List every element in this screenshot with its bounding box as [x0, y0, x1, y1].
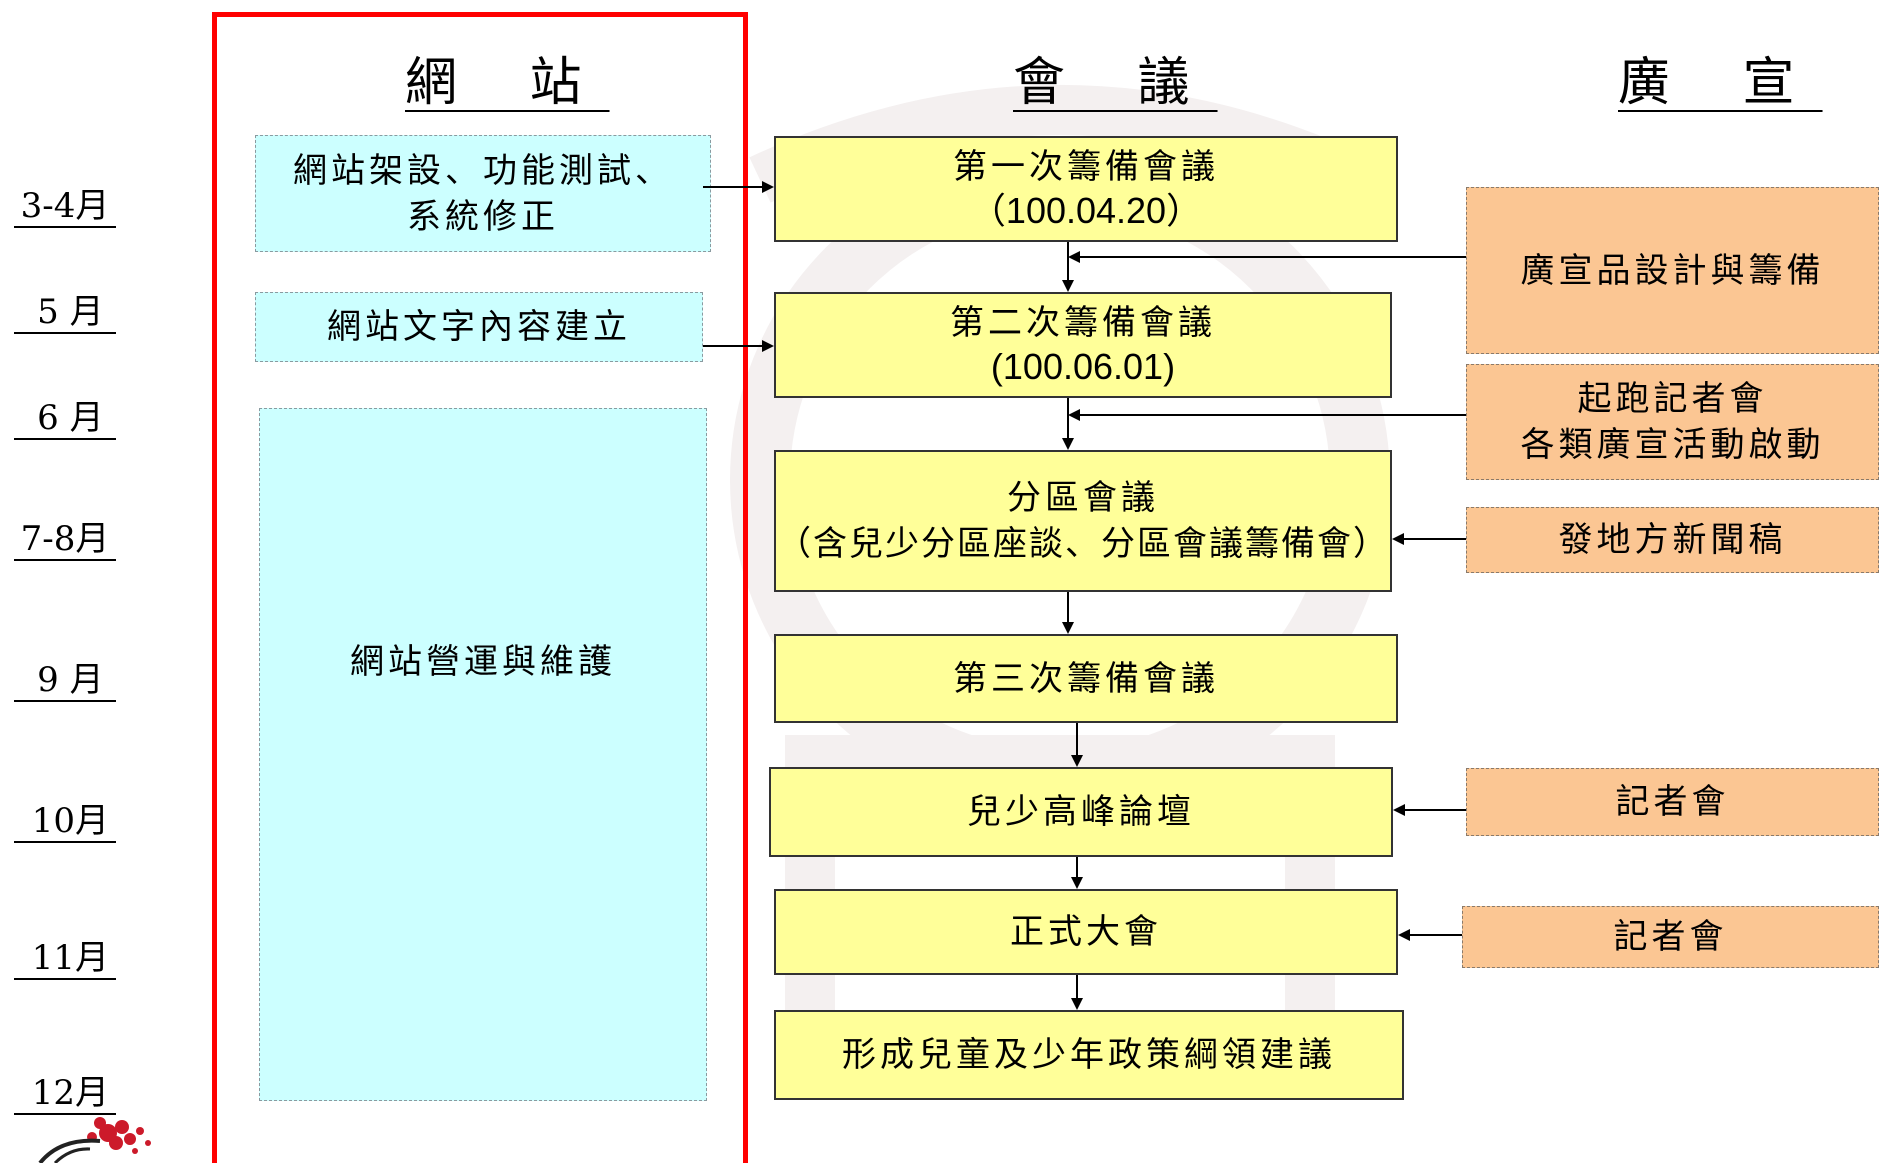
website-operation-box: 網站營運與維護: [259, 408, 707, 1101]
publicity-press-release-label: 發地方新聞稿: [1558, 520, 1787, 560]
meeting-third-box: 第三次籌備會議: [774, 634, 1398, 723]
website-content-box: 網站文字內容建立: [255, 292, 703, 362]
meeting-assembly-label: 正式大會: [1010, 912, 1162, 952]
publicity-press-release-box: 發地方新聞稿: [1466, 507, 1879, 573]
website-setup-line1: 網站架設、功能測試、: [293, 150, 673, 191]
meeting-assembly-box: 正式大會: [774, 889, 1398, 975]
meeting-regional-title: 分區會議: [1007, 478, 1159, 518]
meeting-second-box: 第二次籌備會議 (100.06.01): [774, 292, 1392, 398]
publicity-press-conf-label: 記者會: [1615, 782, 1730, 822]
meeting-summit-box: 兒少高峰論壇: [769, 767, 1393, 857]
month-label: 7-8月: [14, 519, 116, 561]
website-content-label: 網站文字內容建立: [327, 307, 631, 347]
publicity-press-conf-box: 記者會: [1466, 768, 1879, 836]
website-operation-label: 網站營運與維護: [350, 642, 616, 682]
meeting-first-title: 第一次籌備會議: [953, 147, 1219, 187]
meeting-first-box: 第一次籌備會議 （100.04.20）: [774, 136, 1398, 242]
month-label: 10月: [14, 801, 116, 843]
header-meetings: 會 議: [1013, 53, 1218, 113]
website-setup-box: 網站架設、功能測試、 系統修正: [255, 135, 711, 252]
meeting-second-title: 第二次籌備會議: [950, 303, 1216, 343]
month-label: 5 月: [14, 292, 116, 334]
website-setup-line2: 系統修正: [407, 196, 559, 237]
meeting-proposal-label: 形成兒童及少年政策綱領建議: [842, 1035, 1336, 1075]
month-label: 12月: [14, 1073, 116, 1115]
publicity-press-conf-label: 記者會: [1613, 917, 1728, 957]
header-publicity: 廣 宣: [1618, 53, 1823, 113]
publicity-design-box: 廣宣品設計與籌備: [1466, 187, 1879, 354]
header-website: 網 站: [405, 53, 610, 113]
meeting-first-date: （100.04.20）: [969, 190, 1203, 231]
publicity-launch-line2: 各類廣宣活動啟動: [1520, 425, 1825, 465]
month-label: 11月: [14, 938, 116, 980]
meeting-summit-label: 兒少高峰論壇: [967, 792, 1195, 832]
meeting-second-date: (100.06.01): [990, 346, 1176, 387]
publicity-launch-box: 起跑記者會 各類廣宣活動啟動: [1466, 364, 1879, 480]
meeting-third-label: 第三次籌備會議: [953, 658, 1219, 699]
publicity-launch-line1: 起跑記者會: [1577, 379, 1768, 419]
month-label: 6 月: [14, 398, 116, 440]
website-highlight-frame: [212, 12, 748, 1163]
month-label: 3-4月: [14, 186, 116, 228]
publicity-design-label: 廣宣品設計與籌備: [1520, 250, 1825, 291]
meeting-proposal-box: 形成兒童及少年政策綱領建議: [774, 1010, 1404, 1100]
publicity-press-conf-box: 記者會: [1462, 906, 1879, 968]
meeting-regional-box: 分區會議 （含兒少分區座談、分區會議籌備會）: [774, 450, 1392, 592]
logo-icon: [38, 1117, 151, 1163]
month-label: 9 月: [14, 660, 116, 702]
meeting-regional-sub: （含兒少分區座談、分區會議籌備會）: [777, 524, 1389, 564]
